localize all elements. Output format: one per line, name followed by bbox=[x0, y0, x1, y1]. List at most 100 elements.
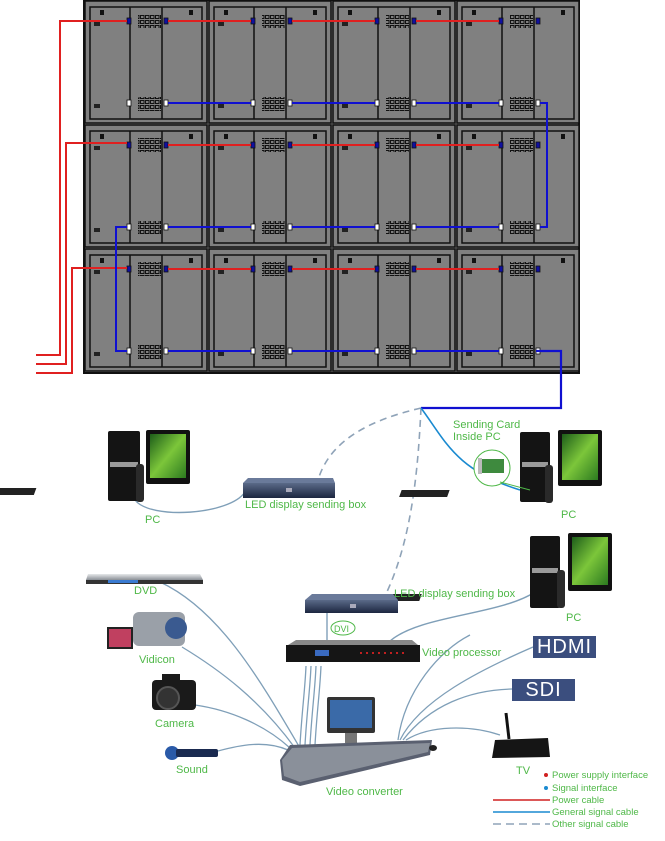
signal-port bbox=[163, 223, 169, 231]
cable-vidicon bbox=[181, 646, 296, 749]
power-port bbox=[250, 17, 256, 25]
legend-label-signal-interface: Signal interface bbox=[552, 783, 618, 794]
power-feed-cable bbox=[36, 20, 127, 356]
vent-bottom bbox=[386, 221, 409, 235]
power-port bbox=[126, 17, 132, 25]
signal-port bbox=[498, 99, 504, 107]
signal-port bbox=[126, 347, 132, 355]
legend-signal-interface-dot bbox=[544, 786, 548, 790]
handle-icon bbox=[100, 10, 104, 15]
handle-icon bbox=[561, 134, 565, 139]
vent-bottom bbox=[138, 97, 161, 111]
signal-port bbox=[163, 347, 169, 355]
led-cabinet bbox=[84, 0, 208, 124]
led-cabinet bbox=[456, 124, 580, 248]
power-port bbox=[374, 141, 380, 149]
led-cabinet bbox=[208, 0, 332, 124]
signal-port bbox=[411, 347, 417, 355]
cable-sdi bbox=[402, 688, 513, 741]
signal-port bbox=[374, 223, 380, 231]
signal-link-right bbox=[540, 102, 548, 228]
vidicon bbox=[107, 612, 187, 649]
vent-top bbox=[138, 262, 161, 276]
handle-icon bbox=[437, 258, 441, 263]
signal-cables bbox=[134, 349, 563, 752]
legend-power-interface-dot bbox=[544, 773, 548, 777]
handle-icon bbox=[100, 134, 104, 139]
signal-port bbox=[411, 99, 417, 107]
vent-top bbox=[138, 138, 161, 152]
power-port bbox=[411, 17, 417, 25]
cable-processor-to-pc bbox=[389, 591, 536, 642]
signal-port bbox=[374, 99, 380, 107]
label-sending-box-center: LED display sending box bbox=[394, 588, 516, 600]
sending-box-left bbox=[243, 478, 335, 498]
handle-icon bbox=[189, 258, 193, 263]
led-cabinet bbox=[332, 124, 456, 248]
label-sending-card-1: Sending Card bbox=[453, 419, 521, 431]
power-feed-cable bbox=[36, 267, 127, 374]
video-converter bbox=[280, 697, 437, 786]
power-port bbox=[374, 265, 380, 273]
vent-top bbox=[262, 138, 285, 152]
cable-hdmi bbox=[399, 646, 534, 741]
vent-top bbox=[510, 262, 533, 276]
signal-port bbox=[498, 223, 504, 231]
handle-icon bbox=[348, 134, 352, 139]
vent-bottom bbox=[262, 97, 285, 111]
dashed-cable-left-box bbox=[317, 407, 422, 481]
signal-port bbox=[250, 347, 256, 355]
power-port bbox=[374, 17, 380, 25]
power-port bbox=[126, 265, 132, 273]
power-feed-cable bbox=[36, 142, 127, 365]
power-port bbox=[126, 141, 132, 149]
power-port bbox=[163, 265, 169, 273]
handle-icon bbox=[189, 134, 193, 139]
led-cabinet bbox=[456, 248, 580, 372]
handle-icon bbox=[561, 10, 565, 15]
power-port bbox=[287, 141, 293, 149]
power-port bbox=[535, 141, 541, 149]
label-dvi: DVI bbox=[334, 624, 350, 634]
vent-top bbox=[262, 262, 285, 276]
label-sending-box-left: LED display sending box bbox=[245, 499, 367, 511]
handle-icon bbox=[224, 258, 228, 263]
vent-bottom bbox=[262, 345, 285, 359]
signal-port bbox=[287, 99, 293, 107]
led-display-wall bbox=[83, 0, 580, 374]
power-port bbox=[498, 265, 504, 273]
legend bbox=[493, 773, 550, 825]
pc-right-top bbox=[399, 430, 602, 503]
handle-icon bbox=[437, 10, 441, 15]
vent-top bbox=[510, 14, 533, 28]
label-pc-right-top: PC bbox=[561, 509, 577, 521]
legend-label-general-cable: General signal cable bbox=[552, 807, 639, 818]
vent-top bbox=[510, 138, 533, 152]
handle-icon bbox=[437, 134, 441, 139]
signal-port bbox=[374, 347, 380, 355]
label-pc-left: PC bbox=[145, 514, 161, 526]
handle-icon bbox=[313, 258, 317, 263]
vent-bottom bbox=[262, 221, 285, 235]
power-port bbox=[250, 141, 256, 149]
vent-top bbox=[386, 14, 409, 28]
label-sound: Sound bbox=[176, 764, 208, 776]
vent-bottom bbox=[138, 345, 161, 359]
vent-bottom bbox=[510, 97, 533, 111]
camera bbox=[152, 674, 196, 710]
legend-label-power-cable: Power cable bbox=[552, 795, 605, 806]
cable-pc-to-box bbox=[134, 491, 246, 514]
power-port bbox=[535, 265, 541, 273]
handle-icon bbox=[224, 134, 228, 139]
label-tv: TV bbox=[516, 765, 531, 777]
handle-icon bbox=[224, 10, 228, 15]
vent-bottom bbox=[138, 221, 161, 235]
power-port bbox=[535, 17, 541, 25]
handle-icon bbox=[313, 134, 317, 139]
handle-icon bbox=[472, 258, 476, 263]
sending-card bbox=[473, 449, 531, 491]
label-dvd: DVD bbox=[134, 585, 158, 597]
label-video-converter: Video converter bbox=[326, 786, 403, 798]
label-camera: Camera bbox=[155, 718, 195, 730]
